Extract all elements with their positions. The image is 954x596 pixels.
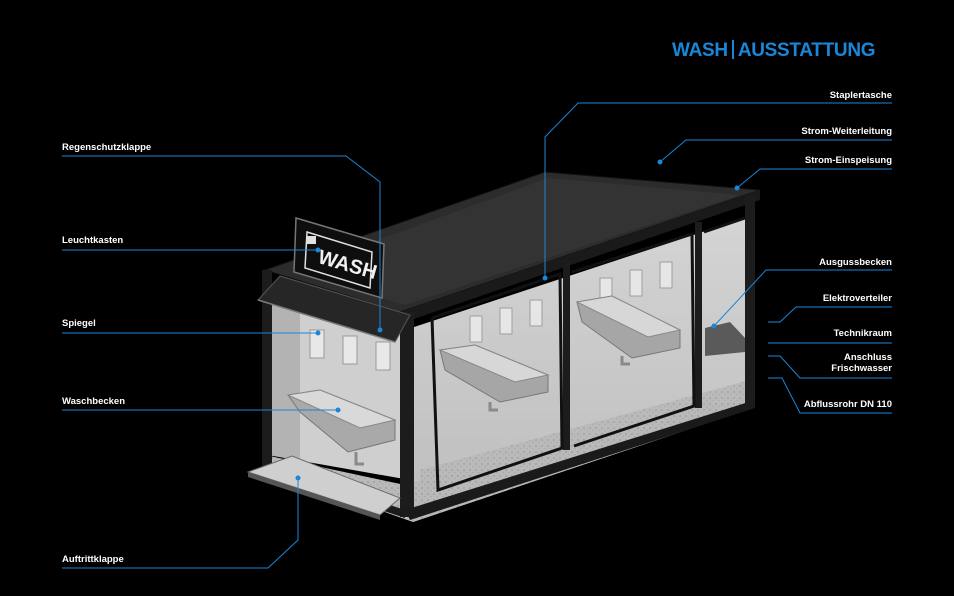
title-part2: AUSSTATTUNG bbox=[737, 40, 876, 61]
label-abflussrohr: Abflussrohr DN 110 bbox=[803, 399, 892, 410]
label-waschbecken: Waschbecken bbox=[62, 396, 126, 407]
title-separator bbox=[731, 40, 734, 59]
frame-post bbox=[563, 260, 570, 450]
wash-trough-top bbox=[438, 344, 550, 383]
mirror bbox=[659, 261, 673, 289]
page-title: WASH AUSSTATTUNG bbox=[672, 40, 876, 62]
label-elektroverteiler: Elektroverteiler bbox=[822, 293, 892, 304]
label-strom-einspeisung: Strom-Einspeisung bbox=[804, 155, 892, 166]
frame-post bbox=[400, 312, 414, 517]
leader-lines bbox=[62, 102, 892, 569]
label-spiegel: Spiegel bbox=[62, 318, 96, 329]
wash-trough-top bbox=[286, 389, 397, 429]
mirror bbox=[529, 299, 543, 327]
label-technikraum: Technikraum bbox=[833, 328, 892, 339]
leader-elektroverteiler bbox=[768, 306, 892, 323]
frame-post bbox=[695, 222, 702, 408]
leader-abflussrohr bbox=[768, 377, 892, 414]
mirror bbox=[629, 269, 643, 297]
label-leuchtkasten: Leuchtkasten bbox=[62, 235, 124, 246]
leader-ausgussbecken bbox=[713, 269, 892, 327]
leader-auftrittklappe bbox=[62, 478, 299, 569]
leader-staplertasche bbox=[544, 102, 892, 278]
back-wall bbox=[405, 218, 752, 522]
bottom-rail bbox=[405, 400, 755, 520]
mirror bbox=[375, 341, 391, 371]
label-anschluss-line2: Frischwasser bbox=[831, 363, 892, 374]
frame-post bbox=[745, 195, 755, 405]
label-strom-weiterleitung: Strom-Weiterleitung bbox=[801, 126, 892, 137]
label-staplertasche: Staplertasche bbox=[829, 90, 892, 101]
end-wall-shade bbox=[265, 300, 300, 460]
label-anschluss-line1: Anschluss bbox=[843, 352, 892, 363]
light-box bbox=[293, 217, 385, 299]
mirror bbox=[309, 329, 325, 359]
title-part1: WASH bbox=[672, 40, 728, 61]
label-ausgussbecken: Ausgussbecken bbox=[819, 257, 892, 268]
leader-strom-weiterleitung bbox=[659, 139, 892, 163]
step-flap bbox=[246, 455, 401, 516]
mirror bbox=[342, 335, 358, 365]
leader-strom-einspeisung bbox=[736, 168, 892, 189]
frame-post bbox=[262, 270, 272, 470]
mirror bbox=[499, 307, 513, 335]
top-rail bbox=[400, 190, 760, 322]
wash-trough-top bbox=[575, 295, 682, 338]
label-regenschutzklappe: Regenschutzklappe bbox=[62, 142, 152, 153]
utility-sink bbox=[705, 322, 745, 356]
mirror bbox=[469, 315, 483, 343]
leader-anschluss bbox=[768, 355, 892, 379]
roof-top bbox=[290, 178, 740, 305]
leader-regenschutzklappe bbox=[62, 155, 381, 330]
label-auftrittklappe: Auftrittklappe bbox=[62, 554, 124, 565]
